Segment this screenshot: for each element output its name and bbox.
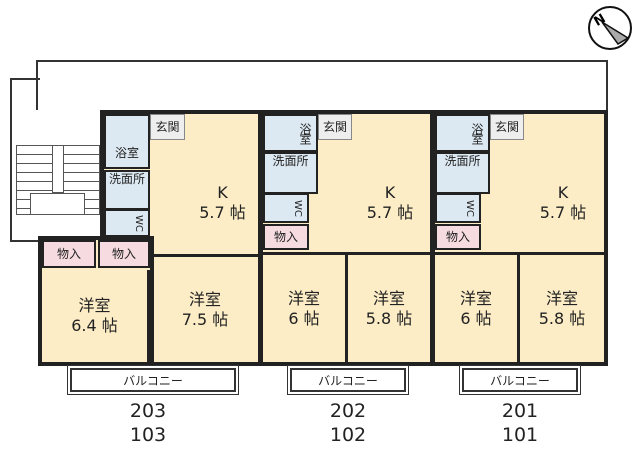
north-arrow-icon: N [588, 6, 632, 50]
balcony-201: バルコニー [459, 365, 581, 395]
wc-201: WC [435, 193, 481, 223]
room-label: 洋室 [459, 288, 492, 308]
unit-number-upper: 201 [501, 400, 539, 422]
storage-201: 物入 [435, 224, 481, 250]
wc-label: WC [464, 199, 475, 217]
storage-202: 物入 [263, 224, 309, 250]
entrance-202: 玄関 [318, 114, 352, 140]
entrance-label: 玄関 [322, 119, 347, 134]
corridor [36, 60, 608, 110]
bathroom-201: 浴室 [435, 114, 490, 152]
room-label: 洋室 [188, 289, 221, 309]
storage-label: 物入 [273, 229, 298, 244]
wc-203: WC [104, 209, 150, 237]
kitchen-size: 5.7 帖 [539, 203, 587, 222]
kitchen-label: K [384, 183, 396, 202]
entrance-label: 玄関 [155, 119, 180, 134]
storage-label: 物入 [56, 246, 81, 261]
washroom-202: 洗面所 [263, 152, 318, 194]
bathroom-label: 浴室 [298, 123, 312, 143]
bathroom-label: 浴室 [470, 123, 484, 143]
washroom-label: 洗面所 [444, 154, 481, 168]
wc-label: WC [292, 199, 303, 217]
wc-label: WC [133, 214, 144, 232]
unit-number-upper: 203 [129, 400, 167, 422]
kitchen-size: 5.7 帖 [199, 203, 246, 222]
room-size: 6.4 帖 [71, 316, 118, 335]
room-label: 洋室 [372, 288, 405, 308]
unit-number-lower: 103 [129, 423, 167, 446]
storage-label: 物入 [445, 229, 470, 244]
washroom-201: 洗面所 [435, 152, 490, 194]
room-label: 洋室 [545, 288, 578, 308]
entrance-201: 玄関 [490, 114, 524, 140]
room-size: 7.5 帖 [181, 309, 229, 329]
room-size: 6 帖 [460, 308, 492, 328]
balcony-label: バルコニー [123, 373, 183, 388]
unit-number-lower: 101 [501, 423, 539, 446]
kitchen-label: K [557, 183, 569, 202]
balcony-203: バルコニー [67, 365, 239, 395]
balcony-label: バルコニー [490, 373, 550, 388]
wc-202: WC [263, 193, 309, 223]
bathroom-202: 浴室 [263, 114, 318, 152]
bathroom-label: 浴室 [114, 146, 139, 160]
washroom-label: 洗面所 [108, 172, 145, 186]
kitchen-label: K [217, 183, 228, 202]
kitchen-size: 5.7 帖 [366, 203, 414, 222]
room-size: 5.8 帖 [538, 308, 586, 328]
washroom-203: 洗面所 [104, 170, 150, 210]
bathroom-203: 浴室 [104, 114, 150, 169]
unit-number-upper: 202 [329, 400, 367, 422]
storage-203a: 物入 [42, 240, 96, 268]
room-size: 6 帖 [288, 308, 320, 328]
balcony-202: バルコニー [287, 365, 409, 395]
entrance-label: 玄関 [494, 119, 519, 134]
building-outline [100, 110, 608, 366]
room-size: 5.8 帖 [365, 308, 413, 328]
balcony-label: バルコニー [318, 373, 378, 388]
unit-number-lower: 102 [329, 423, 367, 446]
room-label: 洋室 [78, 296, 111, 315]
storage-203b: 物入 [98, 240, 150, 268]
entrance-203: 玄関 [150, 114, 185, 140]
washroom-label: 洗面所 [272, 154, 309, 168]
room-label: 洋室 [287, 288, 320, 308]
storage-label: 物入 [111, 246, 136, 261]
